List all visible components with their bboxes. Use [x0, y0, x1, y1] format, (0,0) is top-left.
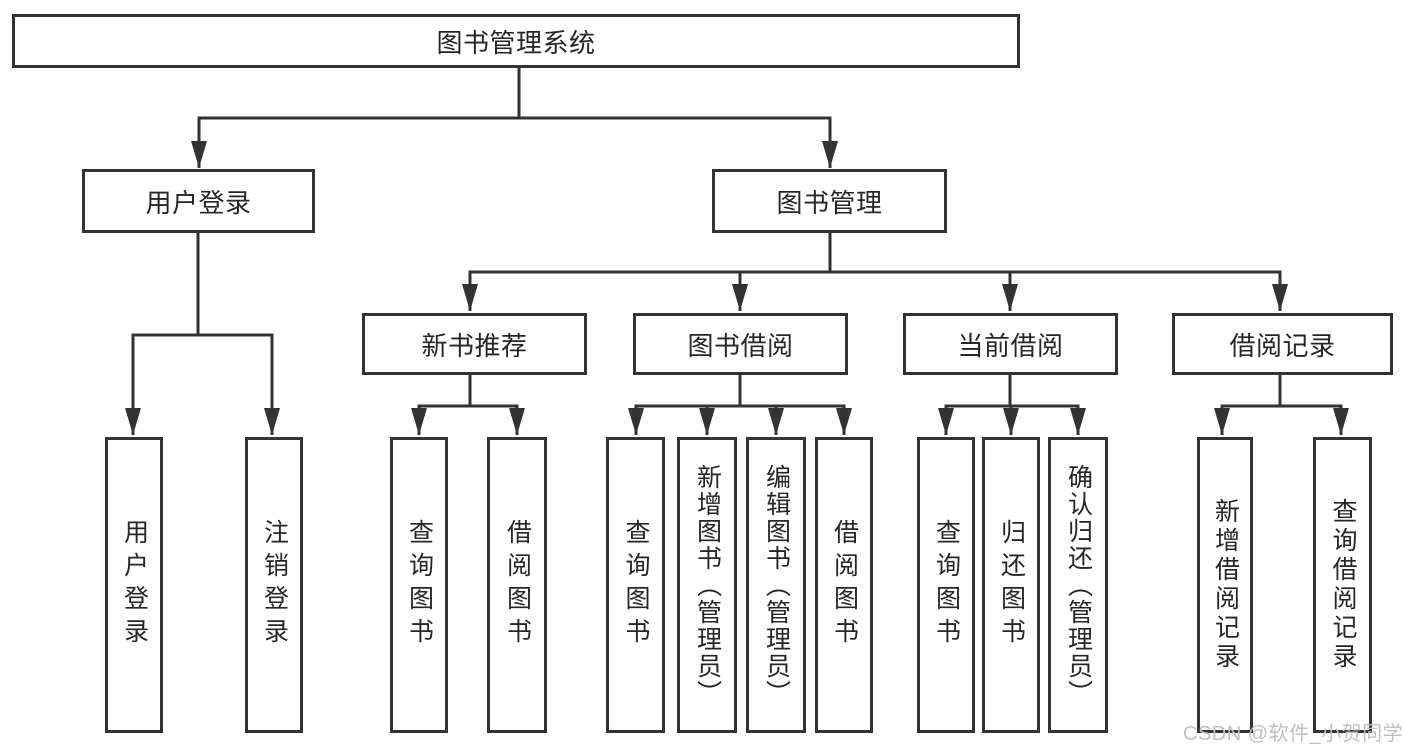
node-new-book-recommend: 新书推荐: [362, 313, 587, 375]
node-current-borrowing: 当前借阅: [903, 313, 1118, 375]
node-label: 新增借阅记录: [1211, 498, 1240, 672]
node-label: 图书管理系统: [436, 27, 596, 58]
node-label: 归还图书: [997, 519, 1026, 651]
node-leaf-borrowing-edit-books-admin: 编辑图书（管理员）: [746, 437, 806, 733]
node-leaf-records-query-borrow-record: 查询借阅记录: [1313, 437, 1372, 733]
node-borrowing-records: 借阅记录: [1172, 313, 1393, 375]
node-label: 图书借阅: [687, 330, 794, 361]
node-label: 查询图书: [405, 519, 434, 651]
node-label: 新增图书（管理员）: [693, 463, 722, 707]
node-book-borrowing: 图书借阅: [633, 313, 848, 375]
node-leaf-borrowing-borrow-books: 借阅图书: [815, 437, 873, 733]
node-library-management-system: 图书管理系统: [12, 14, 1020, 68]
node-leaf-current-query-books: 查询图书: [917, 437, 975, 733]
node-leaf-borrowing-query-books: 查询图书: [606, 437, 665, 733]
node-label: 注销登录: [260, 519, 289, 651]
csdn-watermark: CSDN @软件_小贺同学: [1183, 723, 1404, 745]
node-label: 编辑图书（管理员）: [762, 463, 791, 707]
node-label: 查询图书: [932, 519, 961, 651]
node-label: 图书管理: [776, 187, 883, 218]
node-label: 用户登录: [120, 519, 149, 651]
node-leaf-recommend-query-books: 查询图书: [390, 437, 448, 733]
node-leaf-user-login: 用户登录: [105, 437, 163, 733]
node-label: 借阅图书: [503, 519, 532, 651]
node-user-login: 用户登录: [82, 169, 315, 233]
node-leaf-borrowing-add-books-admin: 新增图书（管理员）: [677, 437, 737, 733]
node-label: 用户登录: [145, 187, 252, 218]
node-label: 查询借阅记录: [1329, 498, 1357, 672]
node-label: 新书推荐: [421, 330, 528, 361]
node-leaf-current-return-books: 归还图书: [982, 437, 1040, 733]
node-leaf-logout: 注销登录: [245, 437, 303, 733]
node-label: 确认归还（管理员）: [1064, 463, 1093, 707]
node-leaf-current-confirm-return-admin: 确认归还（管理员）: [1048, 437, 1108, 733]
node-label: 借阅图书: [830, 519, 859, 651]
node-label: 当前借阅: [957, 330, 1064, 361]
node-label: 查询图书: [622, 519, 650, 651]
node-leaf-recommend-borrow-books: 借阅图书: [487, 437, 547, 733]
node-leaf-records-add-borrow-record: 新增借阅记录: [1197, 437, 1253, 733]
node-label: 借阅记录: [1229, 330, 1336, 361]
node-book-management: 图书管理: [712, 169, 947, 233]
connector-lines: [125, 68, 1349, 435]
